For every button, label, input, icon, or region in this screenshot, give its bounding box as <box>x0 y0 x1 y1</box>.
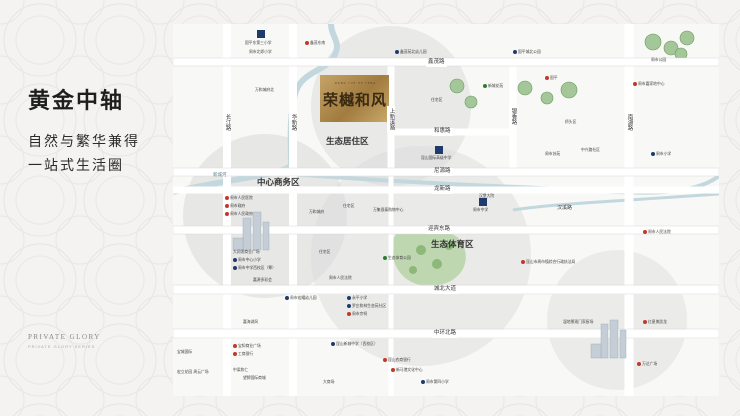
poi-p47[interactable]: 周市嘉家地中心 <box>633 82 665 86</box>
page-title: 黄金中轴 <box>28 88 125 114</box>
road-nanhu: 南湖路 <box>625 112 633 133</box>
poi-p21[interactable]: 生态体育公园 <box>383 256 411 260</box>
location-map: RONG YUE HE FENG 荣樾和风 生态居住区 中心商务区 生态体育区 … <box>173 24 719 396</box>
poi-p39[interactable]: 中梁和仁 <box>233 367 249 372</box>
road-changjiang: 长江路 <box>223 112 231 133</box>
left-panel: 黄金中轴 自然与繁华兼得 一站式生活圈 PRIVATE GLORY PRIVAT… <box>0 0 170 416</box>
river-xincheng: 新城河 <box>213 173 227 178</box>
poi-p44[interactable]: 万达广场 <box>637 362 657 366</box>
poi-p50[interactable]: 周市苏苑 <box>545 151 561 156</box>
poi-p27[interactable]: 住宅区 <box>319 249 331 254</box>
poi-p25[interactable]: 周市中学西校区（筹） <box>233 266 276 270</box>
zone-sports: 生态体育区 <box>431 240 474 250</box>
zone-residential: 生态居住区 <box>326 137 369 147</box>
poi-p26[interactable]: 嘉源多彩会 <box>253 277 272 282</box>
poi-p38[interactable]: 新马港文化中心 <box>391 368 423 372</box>
poi-p29[interactable]: 永平小学 <box>347 296 367 300</box>
poi-p3[interactable]: 鑫茂苑北幼儿园 <box>395 50 427 54</box>
project-logo-small-text: RONG YUE HE FENG <box>335 82 377 85</box>
poi-p10[interactable]: 中兴路社区 <box>581 147 600 152</box>
road-yinxiang: 银香路 <box>509 106 517 127</box>
poi-p18[interactable]: 万集银泰购物中心 <box>373 207 404 212</box>
map-graphics <box>173 24 719 396</box>
poi-p13[interactable]: 周市人民医院 <box>225 196 253 200</box>
road-shangxin: 上新溪路 <box>387 106 395 132</box>
poi-p53[interactable]: 周市人民法院 <box>329 275 352 280</box>
road-xinmao: 鑫茂路 <box>426 59 447 67</box>
poi-p6[interactable]: 万和城府北 <box>255 87 274 92</box>
project-logo-name: 荣樾和风 <box>323 91 388 109</box>
poi-p46[interactable]: 红星美凯龙 <box>643 320 667 324</box>
poi-p30[interactable]: 罗庄和林生态苑社区 <box>347 304 386 308</box>
road-longxin: 龙新路 <box>432 186 453 194</box>
poi-p12[interactable]: 桥头区 <box>565 119 577 124</box>
poi-p15[interactable]: 周市人民政府 <box>225 212 253 216</box>
project-logo[interactable] <box>320 75 389 122</box>
road-yandu: 尼源路 <box>432 168 453 176</box>
poi-p9[interactable]: 国平 <box>545 76 558 80</box>
poi-p14[interactable]: 周市政府 <box>225 204 245 208</box>
poi-p28[interactable]: 周市宏耀幼儿园 <box>285 296 317 300</box>
poi-p43[interactable]: 宏立花园 周云广场 <box>177 369 209 374</box>
road-chengbei: 城北大道 <box>432 286 459 294</box>
road-yingbin-east: 迎宾东路 <box>426 226 453 234</box>
poi-p52[interactable]: 汉堡大院 <box>479 193 495 198</box>
poi-p45[interactable]: 湿地景观门家厨场 <box>563 319 594 324</box>
brand-logo-text: PRIVATE GLORY <box>28 333 101 341</box>
road-hehui: 和惠路 <box>432 128 453 136</box>
subtitle-line-1: 自然与繁华兼得 <box>28 134 140 150</box>
poi-p16[interactable]: 万和城府 <box>309 209 325 214</box>
poi-p2[interactable]: 鑫茂东南 <box>305 41 325 45</box>
road-huaxin: 华新路 <box>289 112 297 133</box>
poi-p32[interactable]: 嘉海湖风 <box>243 319 259 324</box>
poi-p24[interactable]: 周市中心小学 <box>233 258 261 262</box>
poi-p33[interactable]: 昆山新城中学（西校区） <box>331 342 378 346</box>
poi-p40[interactable]: 望牌国际商城 <box>243 375 266 380</box>
road-zhonghuan-north: 中环北路 <box>432 330 459 338</box>
poi-p34[interactable]: 宝城国际 <box>177 349 193 354</box>
poi-p8[interactable]: 新城花苑 <box>483 84 503 88</box>
poi-p7[interactable]: 住宅区 <box>431 97 443 102</box>
poi-p37[interactable]: 昆山农商银行 <box>383 358 411 362</box>
brand-sub-text: PRIVATE GLORY SERIES <box>28 344 96 349</box>
poi-p17[interactable]: 住宅区 <box>343 203 355 208</box>
poi-p42[interactable]: 周市第四小学 <box>421 380 449 384</box>
poi-p51[interactable]: 周市北郊小学 <box>249 49 272 54</box>
subtitle-line-2: 一站式生活圈 <box>28 158 124 174</box>
poi-p35[interactable]: 宝知商业广场 <box>233 344 261 348</box>
poi-p23[interactable]: 大润发商业广场 <box>233 249 260 254</box>
poi-p36[interactable]: 工商银行 <box>233 352 253 356</box>
road-tongzhou: 汉溪路 <box>557 205 573 211</box>
zone-business: 中心商务区 <box>257 178 300 188</box>
poi-p1[interactable]: 国平东第三小学 <box>245 40 272 45</box>
poi-p5[interactable]: 国平城北公园 <box>513 50 541 54</box>
poi-p19[interactable]: 周市中学 <box>473 207 489 212</box>
poi-p20[interactable]: 周市人民法院 <box>643 230 671 234</box>
poi-p31[interactable]: 周市宗祠 <box>347 312 367 316</box>
poi-p41[interactable]: 大商场 <box>323 379 335 384</box>
poi-p48[interactable]: 周市公园 <box>651 57 667 62</box>
poi-p22[interactable]: 昆山市周市镇综合行政执法局 <box>521 260 575 264</box>
poi-p11[interactable]: 昆山国际高级中学 <box>421 155 452 160</box>
poi-p49[interactable]: 周市小学 <box>651 152 671 156</box>
